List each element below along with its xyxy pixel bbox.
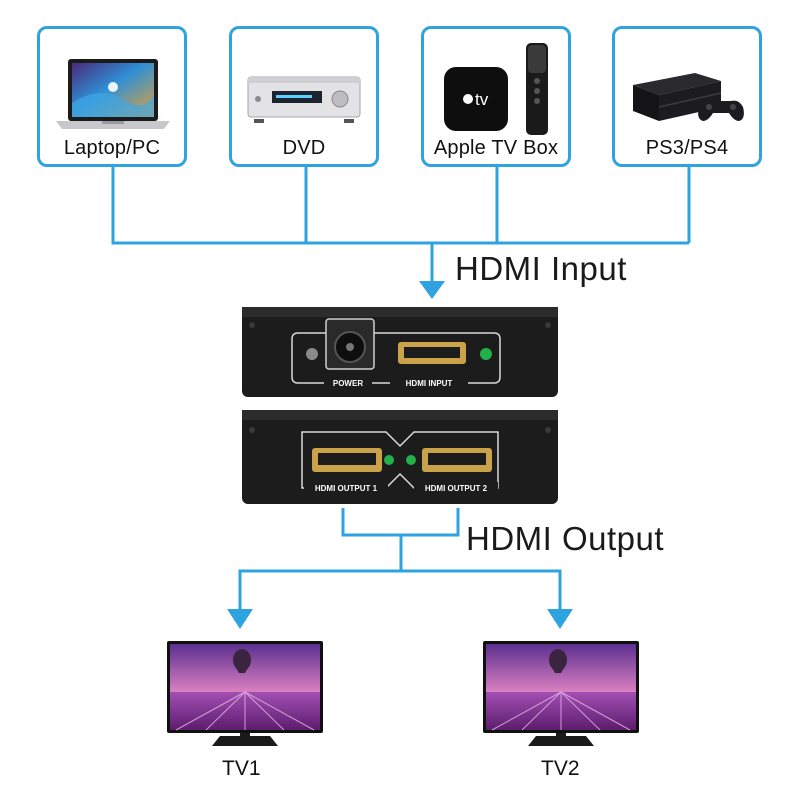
source-label: Apple TV Box: [433, 137, 559, 159]
source-apple-tv-box: tv Apple TV Box: [421, 26, 571, 167]
source-label: PS3/PS4: [645, 137, 729, 159]
source-label: DVD: [282, 137, 326, 159]
power-label: POWER: [333, 379, 363, 388]
source-dvd: DVD: [229, 26, 379, 167]
output2-led-icon: [406, 455, 416, 465]
power-led-icon: [306, 348, 318, 360]
hdmi-output1-label: HDMI OUTPUT 1: [315, 484, 378, 493]
game-console-icon: [633, 73, 744, 121]
tv2-label: TV2: [541, 757, 580, 780]
hdmi-output-label: HDMI Output: [466, 520, 665, 557]
input-status-led-icon: [480, 348, 492, 360]
tv1-arrow-icon: [227, 609, 253, 629]
splitter-input-side: POWER HDMI INPUT: [242, 307, 558, 397]
tv1-icon: [167, 641, 323, 746]
source-laptop-pc: Laptop/PC: [37, 26, 187, 167]
input-arrow-icon: [419, 281, 445, 299]
output-bracket-line: [341, 508, 460, 537]
source-ps3-ps4: PS3/PS4: [612, 26, 762, 167]
input-collector-line: [111, 167, 689, 245]
hdmi-input-port-label: HDMI INPUT: [406, 379, 453, 388]
hdmi-input-label: HDMI Input: [455, 250, 627, 287]
output1-led-icon: [384, 455, 394, 465]
dvd-player-icon: [247, 76, 361, 123]
hdmi-output2-label: HDMI OUTPUT 2: [425, 484, 488, 493]
source-label: Laptop/PC: [63, 137, 161, 159]
output-split-line: [238, 569, 562, 611]
tv1-label: TV1: [222, 757, 261, 780]
tv2-icon: [483, 641, 639, 746]
splitter-output-side: HDMI OUTPUT 1 HDMI OUTPUT 2: [242, 410, 558, 504]
apple-tv-box-icon: tv: [444, 43, 548, 135]
apple-tv-logo-text: tv: [475, 90, 489, 109]
laptop-icon: [56, 59, 170, 129]
tv2-arrow-icon: [547, 609, 573, 629]
